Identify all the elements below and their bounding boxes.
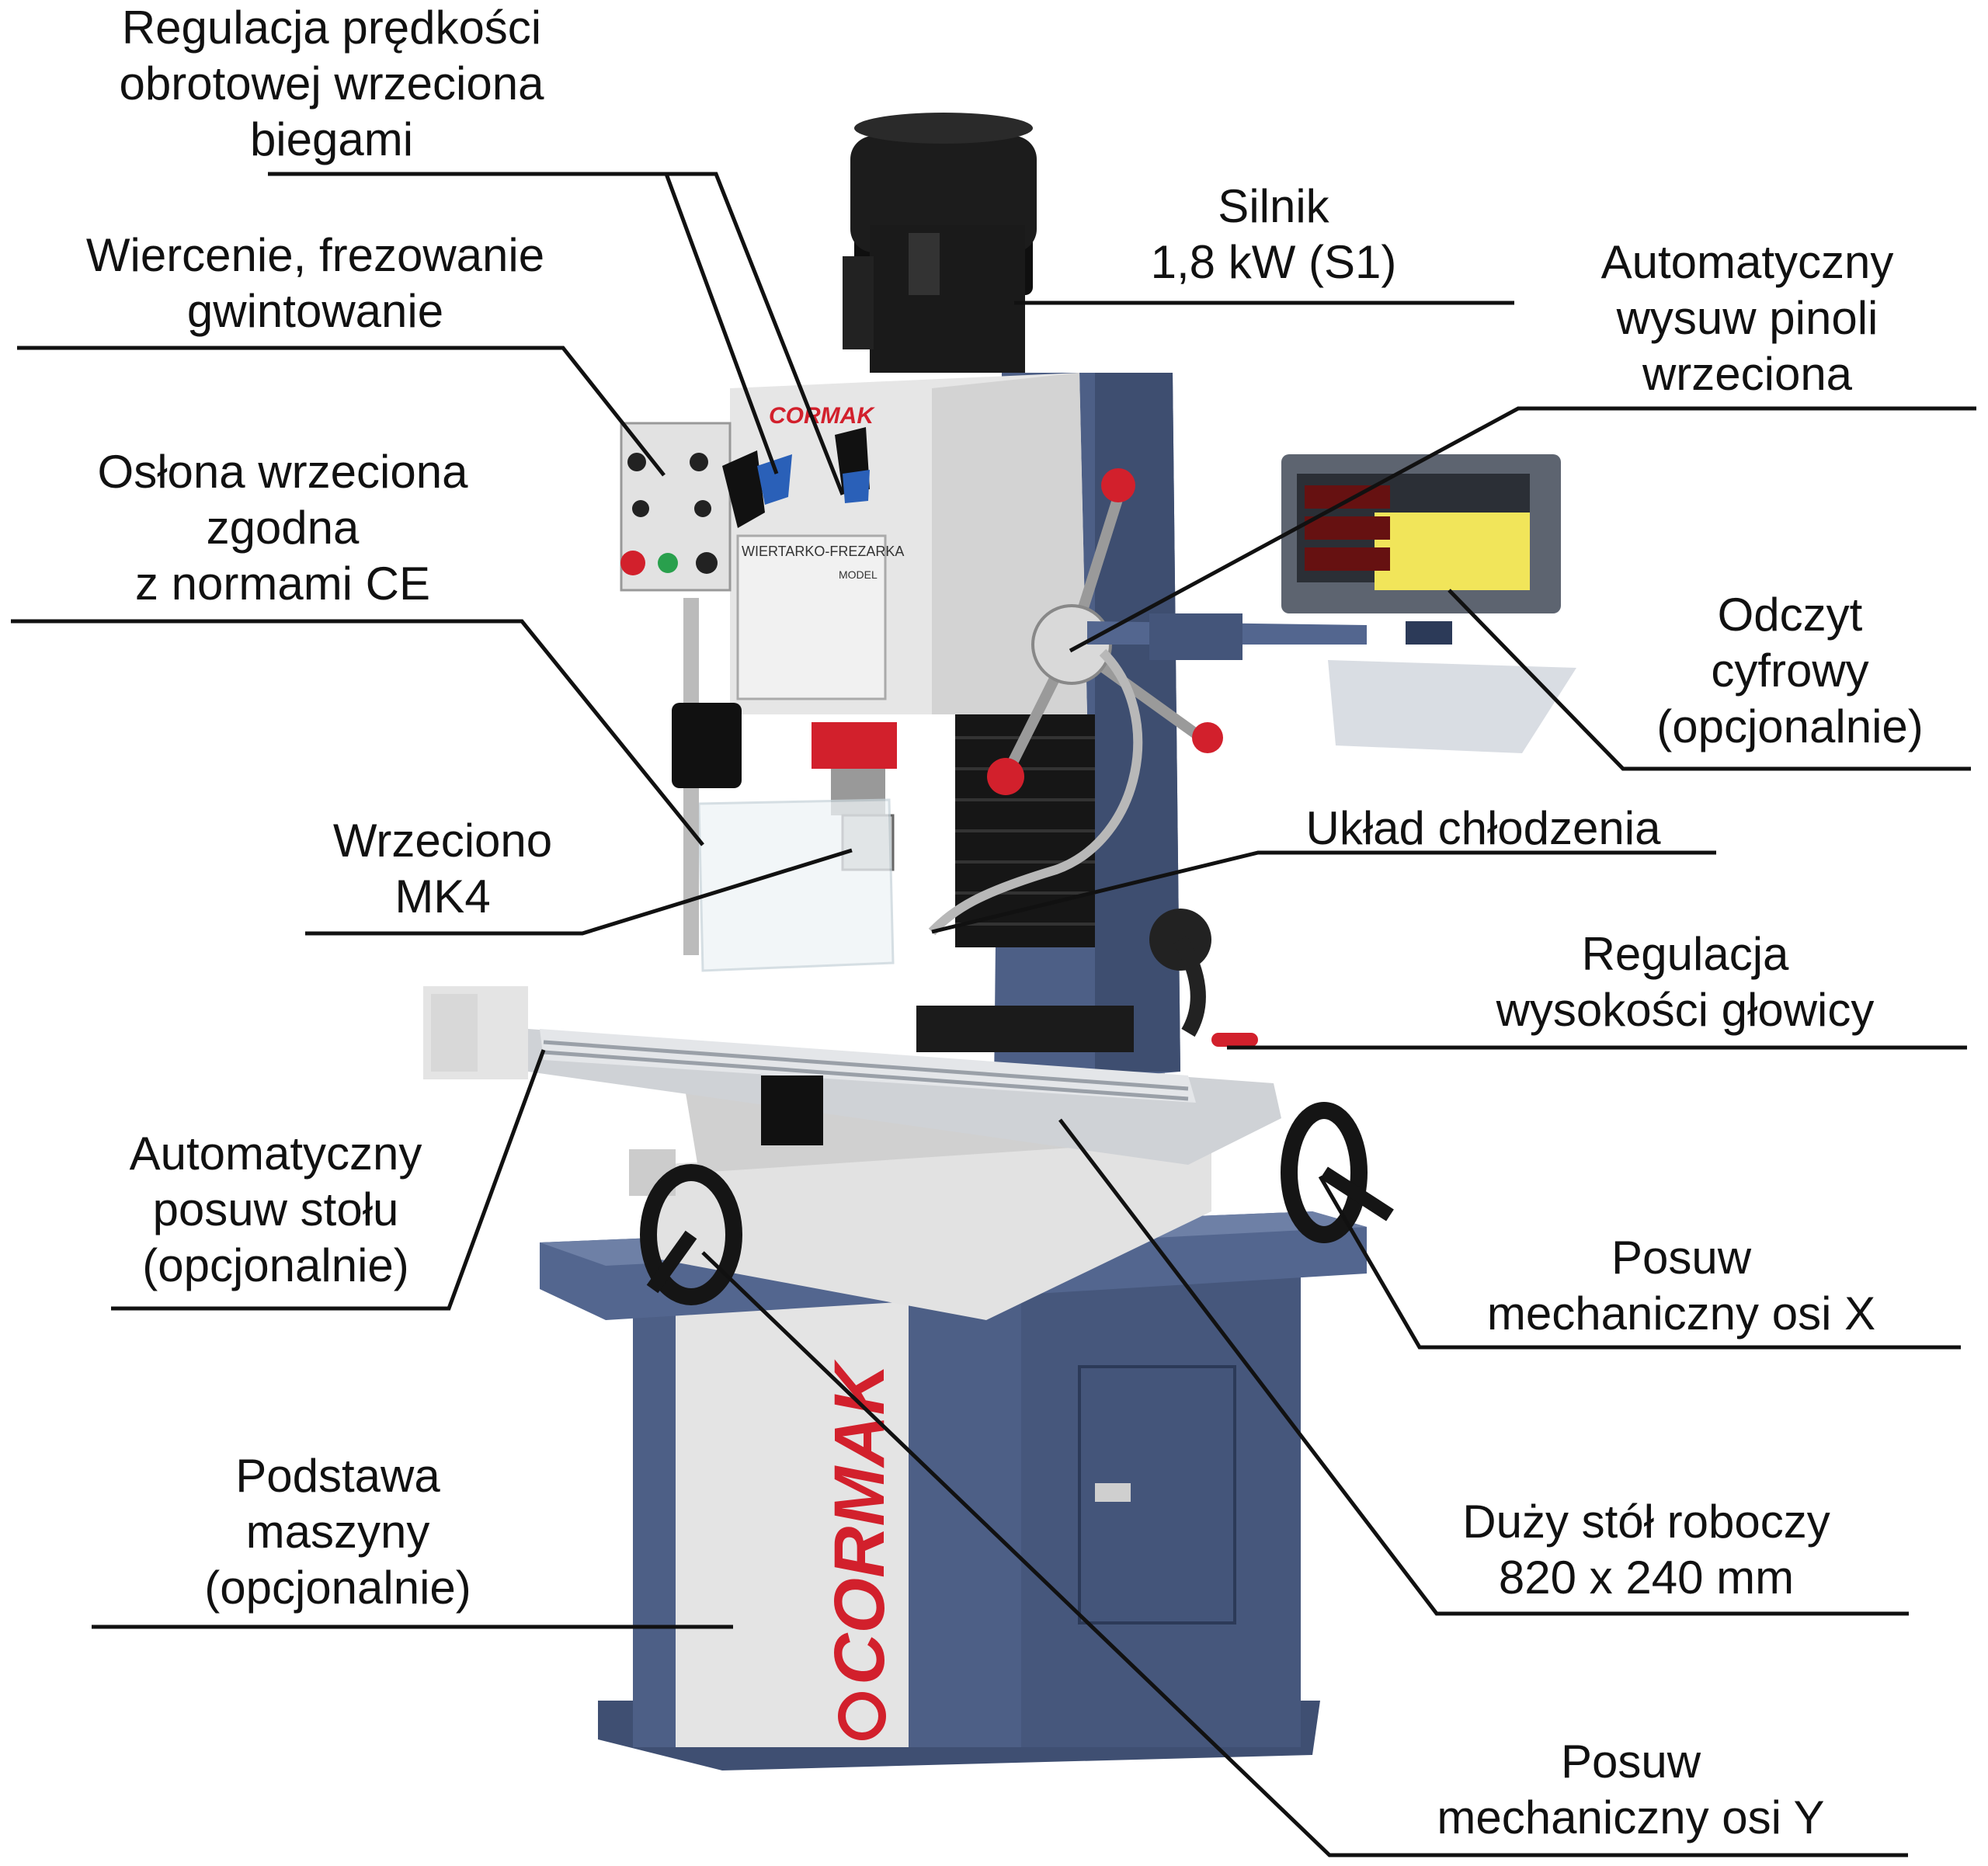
machine-motor <box>843 113 1037 373</box>
y-axis-handwheel <box>640 1164 742 1305</box>
leader-dro <box>1448 589 1971 771</box>
callout-coolant: Układ chłodzenia <box>1305 802 1661 854</box>
head-model-label: MODEL <box>839 568 878 581</box>
leader-gear-speed-b <box>666 172 845 495</box>
coolant-hose <box>928 648 1143 936</box>
leader-spindle <box>305 848 853 936</box>
leader-x-axis <box>1318 1175 1961 1350</box>
head-height-crank <box>1149 909 1258 1047</box>
leader-table-feed <box>111 1049 546 1311</box>
x-axis-handwheel <box>1281 1102 1394 1243</box>
head-front-plate-title: WIERTARKO-FREZARKA <box>742 544 904 559</box>
leader-modes <box>17 346 666 477</box>
leader-y-axis <box>701 1251 1908 1857</box>
machine-head: WIERTARKO-FREZARKA MODEL CORMAK <box>620 373 1087 714</box>
head-brand-logo: CORMAK <box>769 403 875 429</box>
dro-unit <box>1087 454 1576 753</box>
leader-table <box>1058 1118 1909 1616</box>
leader-quill-feed <box>1069 406 1976 653</box>
leader-coolant <box>931 850 1716 934</box>
work-table <box>423 986 1281 1165</box>
base-brand-logo: CORMAK <box>820 1358 899 1685</box>
machine-spindle-assembly <box>672 598 897 972</box>
leader-guard <box>11 619 704 846</box>
